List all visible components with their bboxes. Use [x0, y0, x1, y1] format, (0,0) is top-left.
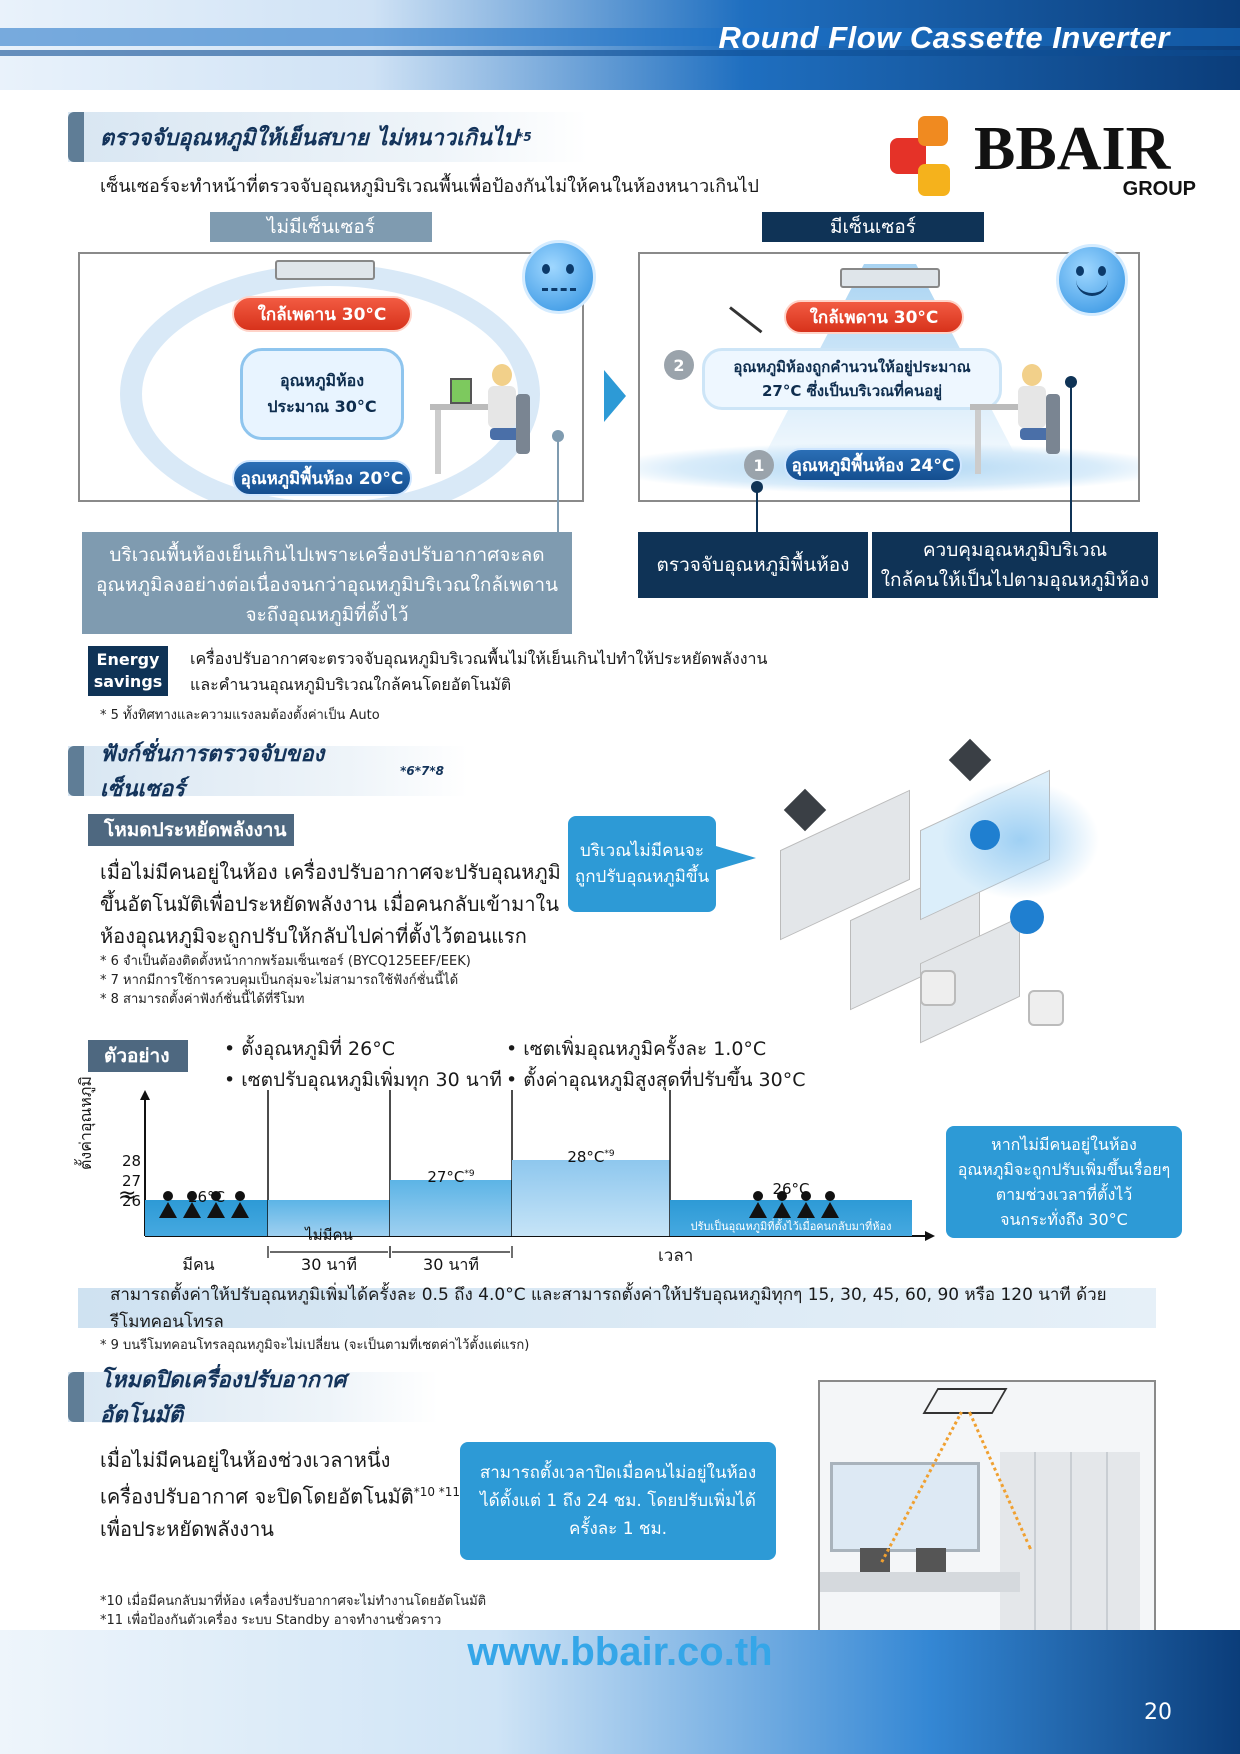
chart-x-arrow — [925, 1231, 935, 1241]
tag-with-sensor: มีเซ็นเซอร์ — [762, 212, 984, 242]
ceiling-temp-left: ใกล้เพดาน 30°C — [232, 296, 412, 332]
office-layout-illustration — [740, 738, 1120, 1060]
chart-step-bar — [512, 1160, 670, 1236]
room-sensor-illustration — [818, 1380, 1156, 1644]
remote-settings-band: สามารถตั้งค่าให้ปรับอุณหภูมิเพิ่มได้ครั้… — [78, 1285, 1156, 1332]
person-icon — [235, 1191, 245, 1201]
chart-segment-label: 28°C*9 — [567, 1148, 615, 1166]
person-icon — [773, 1202, 791, 1218]
chart-segment-note: ปรับเป็นอุณหภูมิที่ตั้งไว้เมื่อคนกลับมาท… — [691, 1218, 892, 1233]
page-number: 20 — [1144, 1700, 1172, 1725]
chart-step-bar — [268, 1200, 390, 1236]
section1-title: ตรวจจับอุณหภูมิให้เย็นสบาย ไม่หนาวเกินไป… — [68, 112, 588, 162]
chart-x-label: 30 นาที — [423, 1255, 479, 1274]
chart-x-label: มีคน — [182, 1255, 214, 1274]
footer-banner — [0, 1630, 1240, 1754]
tag-no-sensor: ไม่มีเซ็นเซอร์ — [210, 212, 432, 242]
person-icon — [183, 1202, 201, 1218]
footnote-9: * 9 บนรีโมทคอนโทรลอุณหภูมิจะไม่เปลี่ยน (… — [100, 1338, 530, 1353]
diagram-with-sensor: ใกล้เพดาน 30°C 2 อุณหภูมิห้องถูกคำนวนให้… — [638, 252, 1140, 502]
diagram-no-sensor: ใกล้เพดาน 30°C อุณหภูมิห้อง ประมาณ 30°C … — [78, 252, 584, 502]
energy-mode-description: เมื่อไม่มีคนอยู่ในห้อง เครื่องปรับอากาศจ… — [100, 860, 561, 948]
person-icon — [163, 1191, 173, 1201]
ceiling-temp-right: ใกล้เพดาน 30°C — [784, 300, 964, 334]
footnotes-6-8: * 6 จำเป็นต้องติดตั้งหน้ากากพร้อมเซ็นเซอ… — [100, 954, 471, 1007]
auto-off-timer-box: สามารถตั้งเวลาปิดเมื่อคนไม่อยู่ในห้อง ได… — [460, 1442, 776, 1560]
cassette-unit — [275, 260, 375, 280]
person-icon — [797, 1202, 815, 1218]
person-icon — [211, 1191, 221, 1201]
chart-axis-break: ≈ — [118, 1183, 136, 1208]
energy-saving-mode-tag: โหมดประหยัดพลังงาน — [88, 814, 294, 846]
face-cold-icon — [522, 240, 596, 314]
chart-y-arrow — [140, 1090, 150, 1100]
energy-savings-badge: Energy savings — [88, 646, 168, 696]
chart-segment-label: ไม่มีคน — [304, 1226, 353, 1244]
person-icon — [187, 1191, 197, 1201]
room-temp-right: อุณหภูมิห้องถูกคำนวนให้อยู่ประมาณ 27°C ซ… — [702, 348, 1002, 410]
section3-title: โหมดปิดเครื่องปรับอากาศอัตโนมัติ — [68, 1368, 438, 1428]
person-icon — [231, 1202, 249, 1218]
person-icon — [749, 1202, 767, 1218]
face-happy-icon — [1056, 244, 1128, 316]
chart-ylabel: ตั้งค่าอุณหภูมิ — [76, 1076, 95, 1170]
page-header-title: Round Flow Cassette Inverter — [718, 20, 1170, 55]
brand-sub: GROUP — [1122, 178, 1196, 200]
caption-detect-floor: ตรวจจับอุณหภูมิพื้นห้อง — [638, 532, 868, 598]
office-worker-illustration — [970, 364, 1090, 484]
chart-xlabel: เวลา — [658, 1246, 694, 1266]
number-badge-1: 1 — [744, 450, 774, 480]
footnote-5: * 5 ทั้งทิศทางและความแรงลมต้องตั้งค่าเป็… — [100, 708, 380, 723]
example-tag: ตัวอย่าง — [88, 1040, 188, 1072]
chart-segment-label: 27°C*9 — [427, 1168, 475, 1186]
example-bullets-left: • ตั้งอุณหภูมิที่ 26°C • เซตปรับอุณหภูมิ… — [224, 1038, 502, 1091]
cassette-unit — [840, 268, 940, 288]
office-worker-illustration — [430, 364, 550, 484]
floor-temp-right: อุณหภูมิพื้นห้อง 24°C — [784, 448, 962, 482]
floor-temp-left: อุณหภูมิพื้นห้อง 20°C — [232, 460, 412, 496]
person-icon — [825, 1191, 835, 1201]
section1-intro: เซ็นเซอร์จะทำหน้าที่ตรวจจับอุณหภูมิบริเว… — [100, 176, 759, 197]
caption-no-sensor: บริเวณพื้นห้องเย็นเกินไปเพราะเครื่องปรับ… — [82, 532, 572, 634]
number-badge-2: 2 — [664, 350, 694, 380]
brand-logo: BBAIR GROUP — [890, 116, 1200, 206]
chart-x-label: 30 นาที — [301, 1255, 357, 1274]
sensor-arrow-icon — [729, 306, 763, 334]
energy-savings-text: เครื่องปรับอากาศจะตรวจจับอุณหภูมิบริเวณพ… — [190, 649, 768, 694]
header-banner — [0, 0, 1240, 90]
person-icon — [207, 1202, 225, 1218]
callout-empty-area: บริเวณไม่มีคนจะ ถูกปรับอุณหภูมิขึ้น — [568, 816, 716, 912]
footnotes-10-11: *10 เมื่อมีคนกลับมาที่ห้อง เครื่องปรับอา… — [100, 1594, 487, 1628]
auto-off-description: เมื่อไม่มีคนอยู่ในห้องช่วงเวลาหนึ่ง เครื… — [100, 1448, 461, 1541]
arrow-right-icon — [604, 370, 626, 422]
chart-ytick-label: 28 — [122, 1152, 141, 1170]
person-icon — [821, 1202, 839, 1218]
person-icon — [777, 1191, 787, 1201]
caption-control-near-person: ควบคุมอุณหภูมิบริเวณ ใกล้คนให้เป็นไปตามอ… — [872, 532, 1158, 598]
chart-ytick-label: 27 — [122, 1172, 141, 1190]
person-icon — [753, 1191, 763, 1201]
section2-title: ฟังก์ชั่นการตรวจจับของเซ็นเซอร์*6*7*8 — [68, 742, 468, 802]
website-url[interactable]: www.bbair.co.th — [467, 1630, 773, 1674]
chart-step-bar — [390, 1180, 512, 1236]
chart-ytick-label: 26 — [122, 1192, 141, 1210]
brand-name: BBAIR — [974, 115, 1171, 183]
person-icon — [159, 1202, 177, 1218]
side-info-box: หากไม่มีคนอยู่ในห้อง อุณหภูมิจะถูกปรับเพ… — [946, 1126, 1182, 1238]
example-bullets-right: • เซตเพิ่มอุณหภูมิครั้งละ 1.0°C • ตั้งค่… — [506, 1038, 806, 1091]
person-icon — [801, 1191, 811, 1201]
room-temp-left: อุณหภูมิห้อง ประมาณ 30°C — [240, 348, 404, 440]
